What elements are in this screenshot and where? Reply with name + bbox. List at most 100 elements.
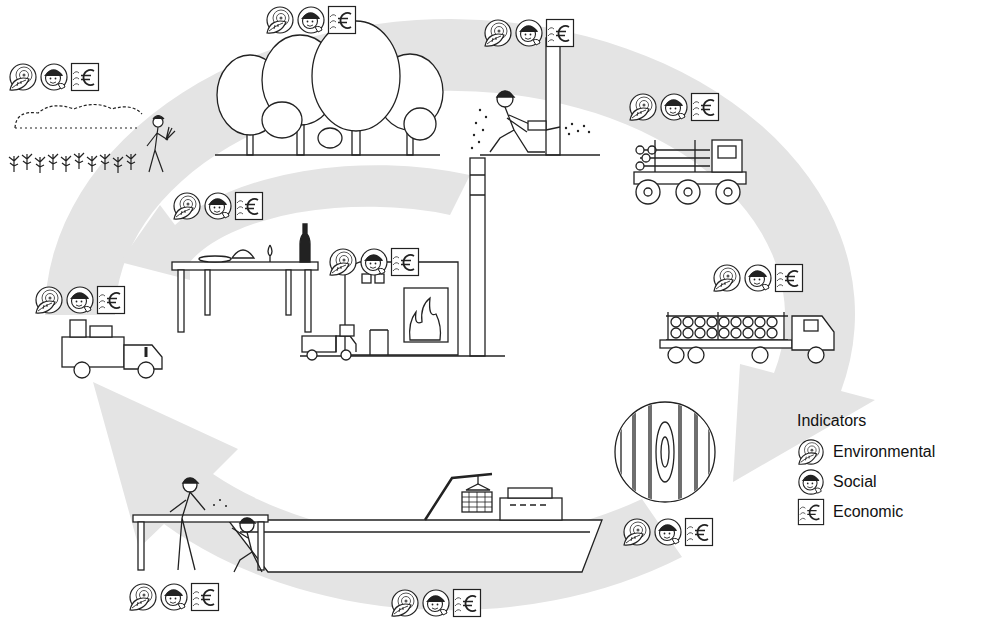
forwarder-vehicle: [644, 188, 652, 196]
seedling-planting: [15, 127, 140, 128]
log-truck: [752, 347, 768, 363]
forwarder-vehicle: [712, 140, 742, 172]
cargo-ship: [228, 474, 602, 572]
cycle-arrow: [120, 165, 470, 280]
forwarder-vehicle: [716, 180, 740, 204]
indicator-icon: [799, 470, 823, 494]
sawn-log: [651, 400, 679, 505]
tree-felling: [546, 38, 560, 155]
forwarder-vehicle: [655, 140, 695, 172]
furniture-workshop: [232, 528, 262, 572]
dining-table: [205, 270, 210, 315]
indicator-icons: [10, 64, 99, 91]
delivery-truck: [62, 320, 162, 378]
processing-plant: [410, 298, 441, 340]
sawn-log: [621, 400, 709, 505]
tree-felling: [583, 125, 585, 127]
furniture-workshop: [258, 522, 264, 570]
forest-trees: [262, 102, 302, 138]
log-truck: [804, 320, 818, 331]
dining-table: [172, 224, 318, 332]
legend-entry: Economic: [797, 497, 935, 527]
indicator-icons: [130, 584, 219, 611]
log-truck: [688, 347, 704, 363]
tree-felling: [497, 91, 513, 107]
delivery-truck: [90, 326, 112, 337]
legend-swatch: [797, 438, 825, 466]
delivery-truck: [70, 320, 86, 337]
log-truck: [660, 340, 792, 348]
processing-plant: [473, 134, 475, 136]
dining-table: [178, 270, 184, 332]
log-truck: [668, 312, 784, 340]
forest-trees: [318, 128, 342, 148]
furniture-workshop: [133, 478, 268, 572]
cargo-ship: [466, 484, 490, 490]
dining-table: [199, 256, 231, 262]
legend-heading: Indicators: [797, 412, 866, 430]
tree-felling: [577, 130, 579, 132]
cargo-ship: [508, 488, 552, 498]
tree-felling: [528, 121, 546, 130]
furniture-workshop: [213, 504, 215, 506]
tree-felling: [588, 131, 590, 133]
indicator-icons: [330, 249, 419, 276]
tree-felling: [565, 123, 590, 135]
log-truck: [719, 317, 729, 327]
sawn-log: [621, 400, 633, 505]
legend-swatch: [797, 468, 825, 496]
log-truck: [683, 328, 693, 338]
processing-plant: [471, 147, 473, 149]
furniture-workshop: [183, 478, 197, 492]
seedling-planting: [153, 116, 164, 120]
processing-plant: [485, 116, 487, 118]
delivery-truck: [138, 362, 154, 378]
cycle-arrow: [45, 19, 875, 610]
processing-plant: [302, 336, 336, 352]
processing-plant: [370, 330, 388, 355]
tree-felling: [497, 92, 514, 98]
processing-plant: [307, 350, 317, 360]
indicator-icons: [485, 20, 574, 47]
log-truck: [666, 316, 788, 340]
legend-text: Social: [833, 473, 877, 491]
log-truck: [743, 328, 753, 338]
tree-felling: [480, 38, 600, 155]
log-truck: [695, 317, 705, 327]
seedling-planting: [9, 105, 175, 174]
processing-plant: [300, 109, 505, 360]
log-truck: [808, 347, 824, 363]
processing-plant: [479, 109, 481, 111]
furniture-workshop: [183, 479, 198, 484]
forwarder-vehicle: [636, 146, 644, 154]
forwarder-vehicle: [718, 146, 736, 158]
indicator-icons: [630, 94, 719, 121]
log-truck: [707, 328, 717, 338]
seedling-planting: [147, 127, 168, 172]
furniture-workshop: [170, 492, 205, 570]
processing-plant: [475, 122, 477, 124]
log-truck: [731, 328, 741, 338]
processing-plant: [482, 129, 484, 131]
dining-table: [268, 245, 272, 262]
processing-plant: [470, 175, 485, 195]
processing-plant: [404, 288, 448, 342]
indicator-icons: [714, 265, 803, 292]
processing-plant: [341, 350, 351, 360]
tree-felling: [571, 123, 573, 125]
log-truck: [767, 317, 777, 327]
log-truck: [743, 317, 753, 327]
sawn-log: [681, 400, 695, 505]
log-truck: [719, 328, 729, 338]
processing-plant: [470, 158, 485, 356]
cargo-ship: [500, 498, 562, 520]
cargo-ship: [425, 474, 492, 520]
furniture-workshop: [225, 505, 227, 507]
sawn-log: [656, 422, 674, 482]
forwarder-vehicle: [642, 154, 650, 162]
indicator-icons: [624, 519, 713, 546]
cargo-ship: [462, 492, 492, 512]
processing-plant: [471, 109, 487, 149]
